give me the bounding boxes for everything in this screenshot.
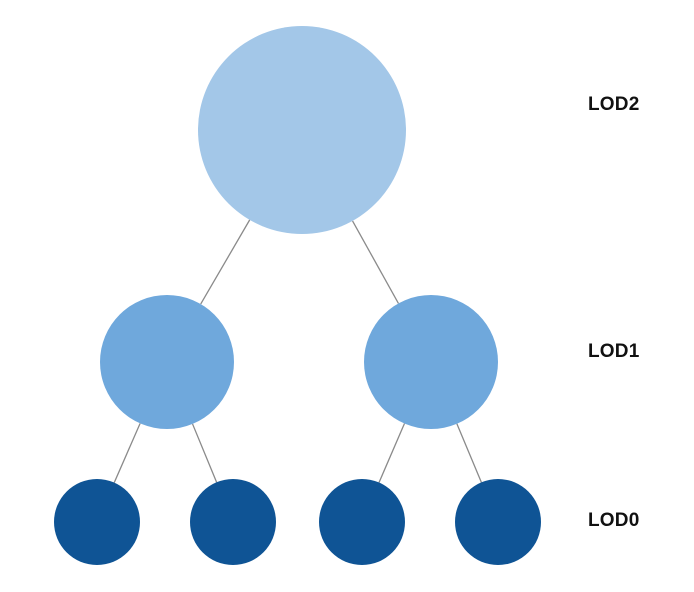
tree-nodes [54, 26, 541, 565]
node-lod0-0 [54, 479, 140, 565]
node-lod0-1 [190, 479, 276, 565]
level-label-lod1: LOD1 [588, 341, 640, 362]
tree-edges [113, 219, 482, 483]
node-lod1-1 [364, 295, 498, 429]
edge-lod1-0-to-lod0-1 [191, 423, 218, 483]
node-lod0-3 [455, 479, 541, 565]
edge-lod2-0-to-lod1-0 [200, 219, 251, 305]
level-label-lod2: LOD2 [588, 94, 640, 115]
level-label-lod0: LOD0 [588, 510, 640, 531]
edge-lod2-0-to-lod1-1 [351, 220, 400, 304]
edge-lod1-1-to-lod0-3 [456, 423, 482, 483]
edge-lod1-1-to-lod0-2 [378, 423, 406, 483]
edge-lod1-0-to-lod0-0 [113, 423, 141, 483]
node-lod2-0 [198, 26, 406, 234]
node-lod0-2 [319, 479, 405, 565]
node-lod1-0 [100, 295, 234, 429]
